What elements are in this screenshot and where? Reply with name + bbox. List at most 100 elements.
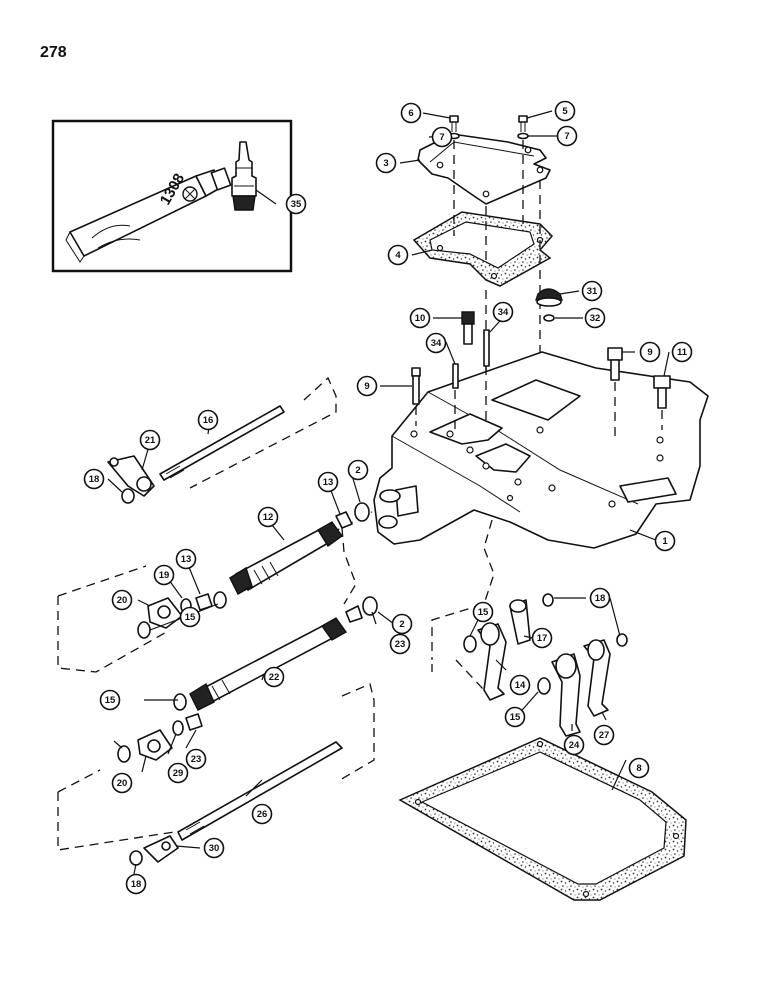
callout-circle (111, 772, 133, 794)
callout-label: 4 (395, 250, 401, 261)
callout-label: 1 (662, 536, 668, 547)
callout-label: 31 (587, 286, 598, 297)
screw-5 (517, 115, 529, 140)
callout-31: 31 (581, 280, 603, 302)
callout-circle (99, 689, 121, 711)
callout-circle (175, 548, 197, 570)
cover-gasket (412, 211, 554, 287)
callout-9: 9 (356, 375, 378, 397)
callout-label: 30 (209, 843, 220, 854)
bushing-23a (345, 605, 363, 623)
washer-29 (172, 720, 184, 736)
callout-label: 27 (599, 730, 610, 741)
callout-27: 27 (593, 724, 615, 746)
callout-32: 32 (584, 307, 606, 329)
arm-24 (551, 653, 581, 737)
callout-label: 23 (191, 754, 202, 765)
callout-label: 18 (89, 474, 100, 485)
callout-label: 18 (131, 879, 142, 890)
callout-13: 13 (317, 471, 339, 493)
callout-23: 23 (389, 633, 411, 655)
lever-21 (107, 455, 155, 497)
bottom-gasket (398, 737, 687, 901)
callout-10: 10 (409, 307, 431, 329)
callout-circle (317, 471, 339, 493)
bolt-11 (653, 375, 671, 409)
sensor-switch (535, 288, 563, 322)
callout-label: 14 (515, 680, 526, 691)
callout-circle (203, 837, 225, 859)
callout-label: 24 (569, 740, 580, 751)
callout-circle (628, 757, 650, 779)
callout-circle (83, 468, 105, 490)
lever-20-upper (147, 597, 183, 629)
bolt-10 (461, 311, 475, 345)
washer-2b (362, 596, 378, 616)
callout-circle (389, 633, 411, 655)
sealant-inset: 1308 (51, 119, 293, 273)
shaft-26 (177, 741, 343, 841)
callout-circle (504, 706, 526, 728)
callout-label: 5 (562, 106, 568, 117)
callout-circle (197, 409, 219, 431)
callout-15: 15 (179, 606, 201, 628)
callout-21: 21 (139, 429, 161, 451)
callout-label: 3 (383, 158, 388, 169)
bolt-9-right (607, 347, 623, 381)
callout-label: 8 (636, 763, 641, 774)
washer-15a (213, 591, 227, 609)
bolt-9-left (411, 367, 421, 405)
washer-15d (117, 745, 131, 763)
callout-2: 2 (347, 459, 369, 481)
callout-23: 23 (185, 748, 207, 770)
callout-label: 13 (323, 477, 334, 488)
callout-circle (472, 601, 494, 623)
callout-8: 8 (628, 757, 650, 779)
callout-circle (554, 100, 576, 122)
bushing-13a (335, 511, 353, 529)
sealant-tube-icon: 1308 (65, 167, 232, 263)
washer-15b (137, 621, 151, 639)
washer-18a (121, 488, 135, 504)
callout-circle (593, 724, 615, 746)
callout-3: 3 (375, 152, 397, 174)
callout-label: 10 (415, 313, 426, 324)
callout-20: 20 (111, 772, 133, 794)
leader-lines (107, 110, 670, 875)
arm-17 (509, 599, 531, 645)
callout-label: 20 (117, 595, 128, 606)
callout-label: 26 (257, 809, 268, 820)
callout-circle (375, 152, 397, 174)
callout-circle (639, 341, 661, 363)
callout-6: 6 (400, 102, 422, 124)
callout-circle (179, 606, 201, 628)
callout-1: 1 (654, 530, 676, 552)
callout-circle (400, 102, 422, 124)
callout-17: 17 (531, 627, 553, 649)
top-cover (417, 133, 551, 205)
callout-circle (139, 429, 161, 451)
callout-label: 34 (431, 338, 442, 349)
callout-label: 17 (537, 633, 548, 644)
shaft-12 (229, 521, 343, 595)
pin-34b (452, 363, 459, 389)
callout-circle (285, 193, 307, 215)
callout-label: 2 (399, 619, 404, 630)
callout-9: 9 (639, 341, 661, 363)
callout-label: 9 (647, 347, 652, 358)
callout-label: 20 (117, 778, 128, 789)
callout-label: 12 (263, 512, 274, 523)
callout-circle (492, 301, 514, 323)
callout-label: 34 (498, 307, 509, 318)
callout-circle (431, 126, 453, 148)
washer-15c (173, 693, 187, 711)
callout-label: 35 (291, 199, 302, 210)
callout-19: 19 (153, 564, 175, 586)
callout-circle (111, 589, 133, 611)
callout-label: 9 (364, 381, 369, 392)
callout-14: 14 (509, 674, 531, 696)
shaft-22 (189, 617, 348, 711)
callout-2: 2 (391, 613, 413, 635)
callout-5: 5 (554, 100, 576, 122)
callout-18: 18 (125, 873, 147, 895)
